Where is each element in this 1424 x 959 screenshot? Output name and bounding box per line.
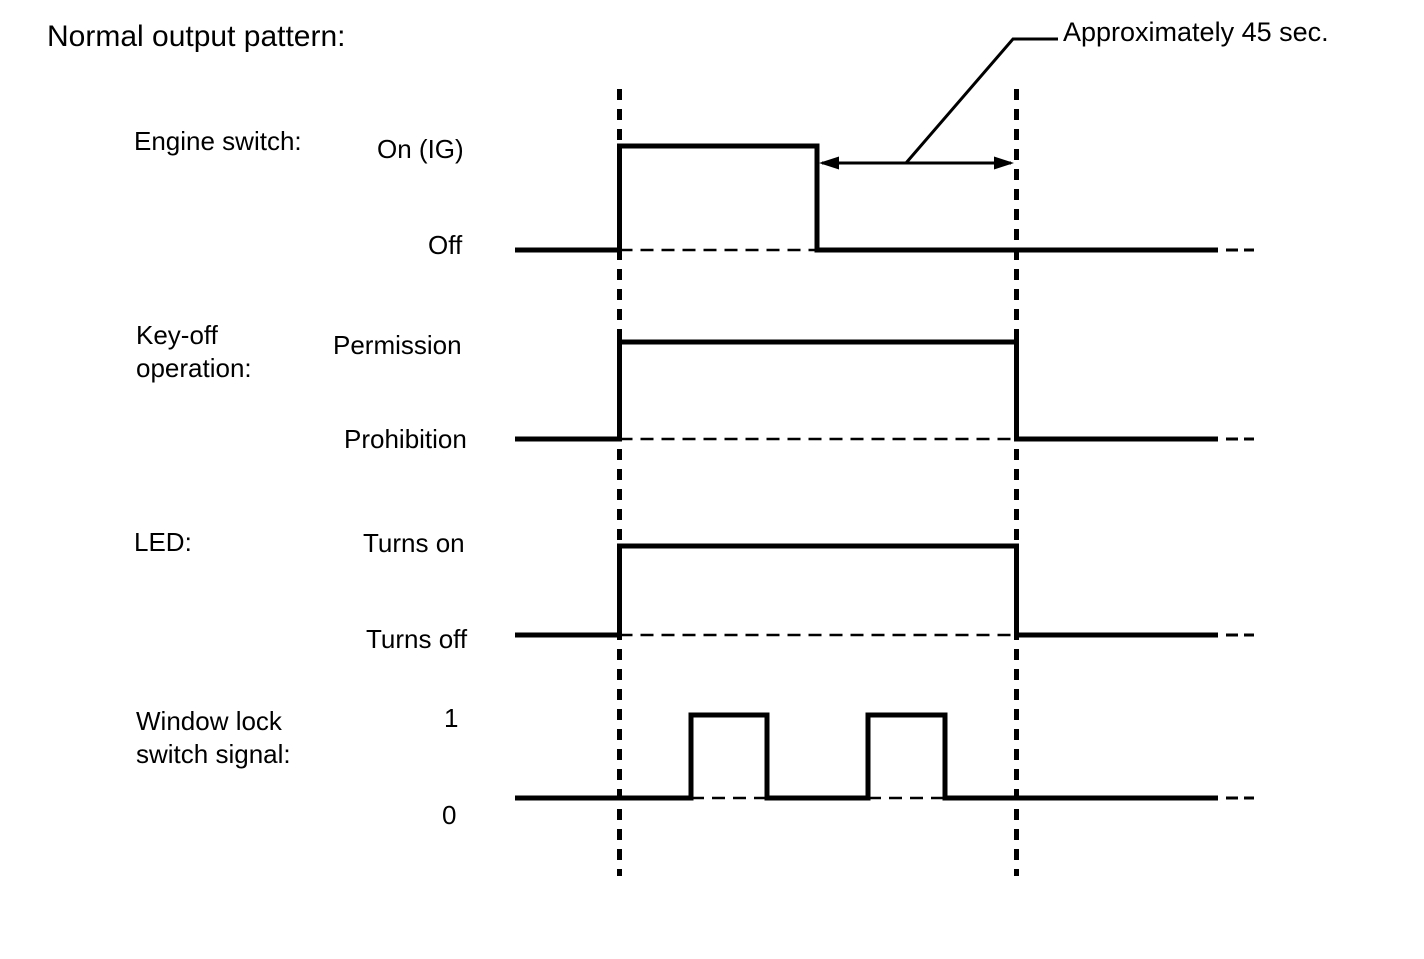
- key-off-trace: [515, 339, 1218, 442]
- level-label-0: 0: [442, 800, 457, 830]
- duration-arrowhead-right: [994, 156, 1014, 170]
- level-label-1: 1: [444, 703, 459, 733]
- row-label-engine-switch: Engine switch:: [134, 126, 302, 156]
- level-label-turns-off: Turns off: [366, 624, 468, 654]
- level-label-turns-on: Turns on: [363, 528, 465, 558]
- level-label-permission: Permission: [333, 330, 462, 360]
- row-label-window-lock-switch-signal: Window lock switch signal:: [136, 706, 291, 769]
- led-trace: [515, 543, 1218, 638]
- annotation-label: Approximately 45 sec.: [1063, 17, 1329, 47]
- annotation-leader-line: [904, 37, 1058, 164]
- level-label-on-ig: On (IG): [377, 134, 464, 164]
- window-lock-trace: [515, 712, 1218, 801]
- level-label-prohibition: Prohibition: [344, 424, 467, 454]
- diagram-title: Normal output pattern:: [47, 20, 346, 53]
- duration-arrowhead-left: [819, 156, 839, 170]
- level-label-off: Off: [428, 230, 463, 260]
- engine-switch-trace: [515, 143, 1218, 253]
- row-label-key-off-operation: Key-off operation:: [136, 320, 252, 383]
- row-label-led: LED:: [134, 527, 192, 557]
